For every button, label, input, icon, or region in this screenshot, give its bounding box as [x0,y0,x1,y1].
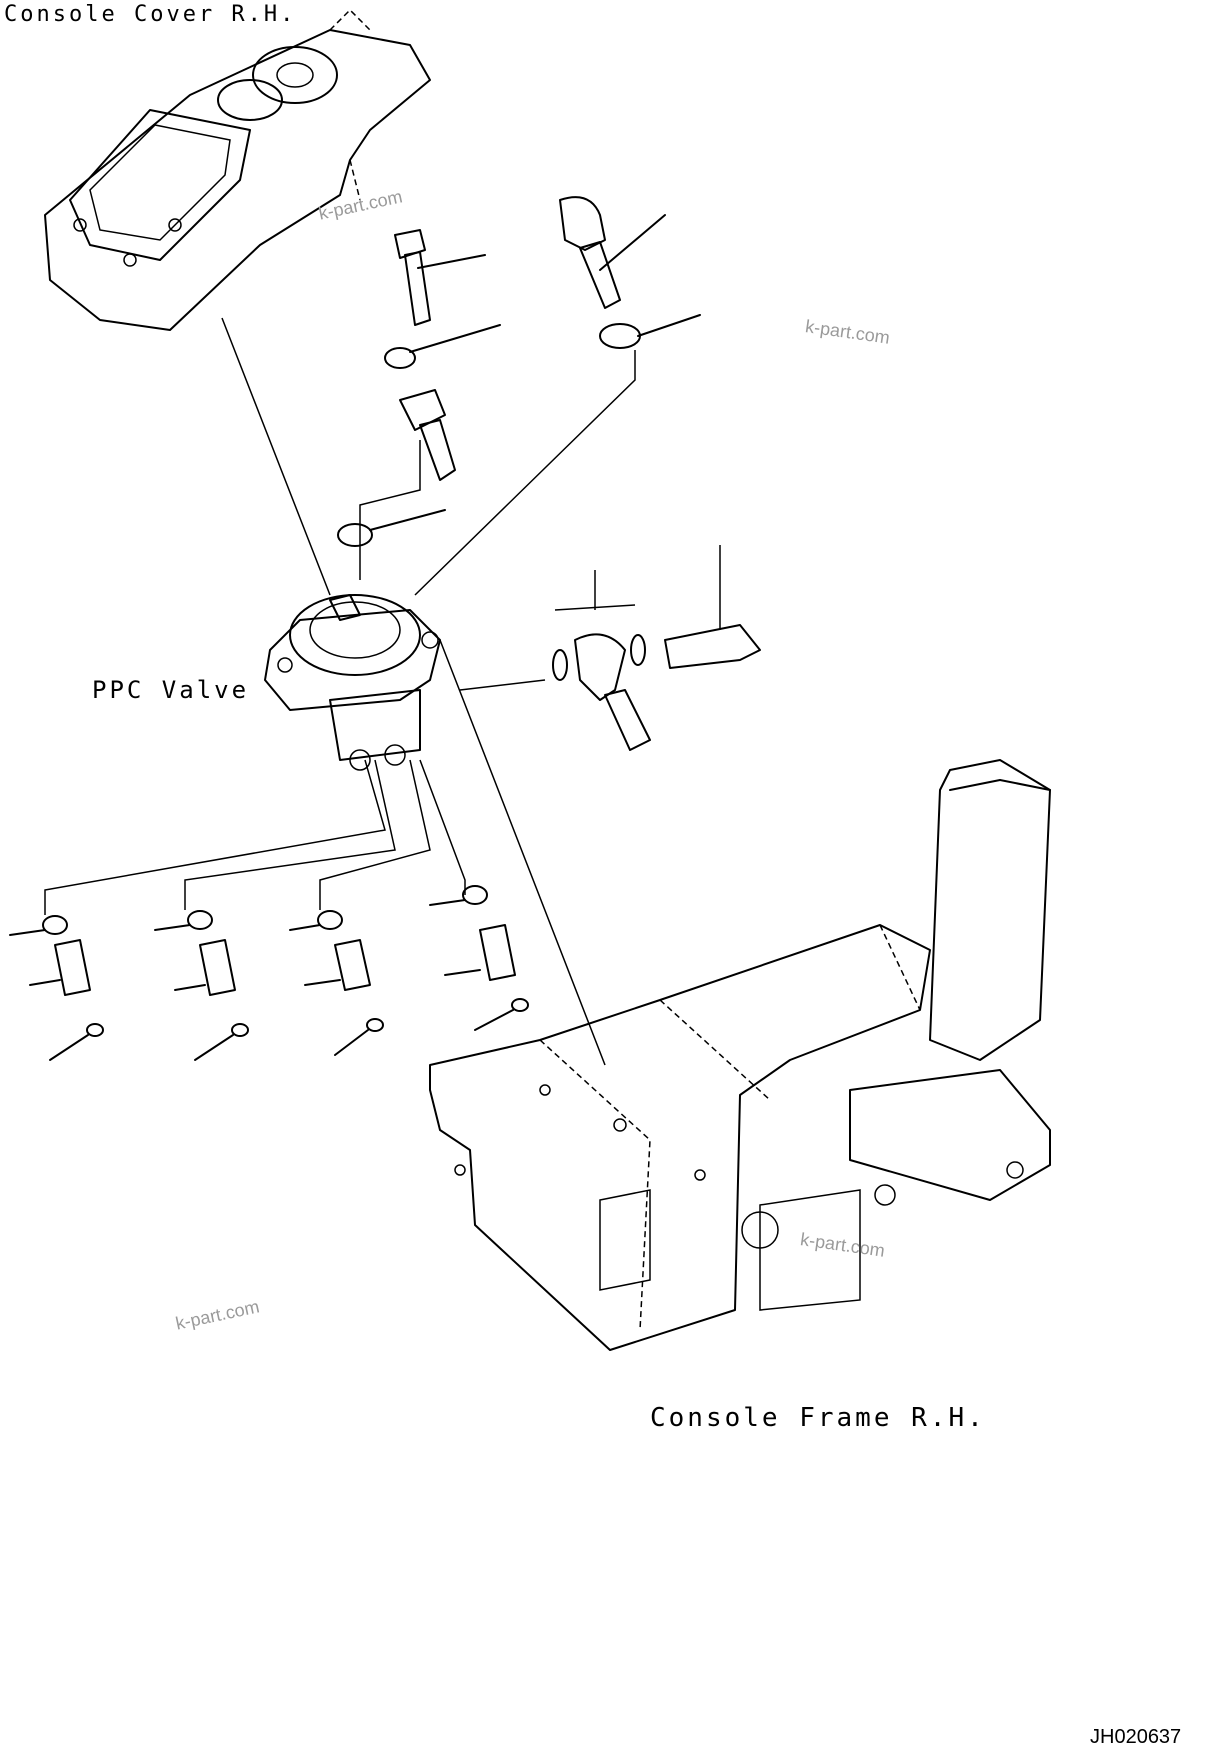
pipe-leads [44,759,466,915]
fittings-row [9,885,529,1061]
ppc-valve [221,317,606,1066]
upper-fittings [337,196,701,596]
console-frame-label: Console Frame R.H. [650,1403,986,1433]
console-cover-label: Console Cover R.H. [4,2,297,27]
drawing-code: JH020637 [1090,1726,1182,1748]
console-frame [429,759,1051,1351]
linkage [552,545,761,751]
ppc-valve-label: PPC Valve [92,676,250,704]
console-cover [44,8,431,331]
